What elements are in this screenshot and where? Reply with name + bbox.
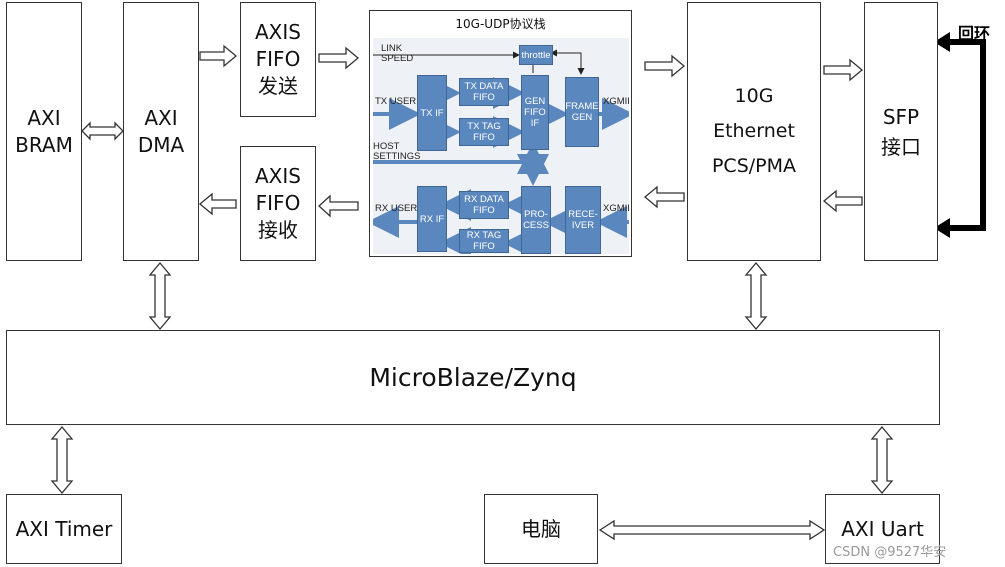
sfp-block: SFP 接口 [864,2,938,261]
receiver-block: RECE- IVER [565,186,601,254]
link-speed-label: LINK SPEED [381,43,414,64]
pc-label: 电脑 [521,516,561,541]
gen-fifo-if-block: GEN FIFO IF [521,75,549,150]
axi-bram-label: AXI BRAM [15,105,73,157]
axis-fifo-rx-block: AXIS FIFO 接收 [240,146,316,261]
tx-tag-fifo-block: TX TAG FIFO [459,118,509,146]
axi-dma-block: AXI DMA [123,2,199,261]
axis-fifo-rx-label: AXIS FIFO 接收 [255,164,301,242]
tx-data-fifo-block: TX DATA FIFO [459,78,509,106]
ethernet-10g-label: 10G Ethernet PCS/PMA [711,85,797,177]
rx-if-block: RX IF [417,186,447,252]
loopback-label: 回环 [958,24,991,43]
process-block: PRO- CESS [521,186,551,254]
axis-fifo-tx-label: AXIS FIFO 发送 [255,20,301,98]
sfp-label: SFP 接口 [881,104,921,159]
arrow-ethernet-to-sfp [823,58,864,82]
host-settings-label: HOST SETTINGS [373,141,421,162]
arrow-ethernet-to-stack [643,185,685,209]
xgmii-tx-label: XGMII [603,96,630,107]
udp-stack-connections [373,49,629,254]
frame-gen-block: FRAME GEN [565,77,599,147]
arrow-microblaze-timer [50,425,74,495]
axi-uart-block: AXI Uart [825,494,940,564]
loopback-arrowhead-bottom [934,218,950,238]
rx-tag-fifo-block: RX TAG FIFO [459,229,509,253]
tx-user-label: TX USER [375,96,417,107]
arrow-pc-uart [598,519,826,541]
axis-fifo-tx-block: AXIS FIFO 发送 [240,2,316,117]
rx-user-label: RX USER [375,203,418,214]
throttle-block: throttle [519,45,553,65]
axi-timer-label: AXI Timer [15,516,113,541]
arrow-stack-to-fifo-rx [318,194,359,218]
axi-uart-label: AXI Uart [841,516,924,541]
arrow-fifo-tx-to-stack [318,46,360,70]
microblaze-label: MicroBlaze/Zynq [369,363,577,392]
loopback-bracket [944,39,986,231]
tx-if-block: TX IF [417,75,447,151]
arrow-sfp-to-ethernet [822,189,863,213]
axi-dma-label: AXI DMA [137,105,185,157]
pc-block: 电脑 [484,494,598,564]
arrow-bram-dma [81,121,124,141]
udp-stack-diagram: LINK SPEED TX USER HOST SETTINGS RX USER… [373,38,630,254]
arrow-microblaze-uart [870,425,894,495]
ethernet-10g-block: 10G Ethernet PCS/PMA [687,2,821,261]
axi-timer-block: AXI Timer [6,494,122,564]
arrow-stack-to-ethernet [644,54,686,78]
axi-bram-block: AXI BRAM [6,2,82,261]
udp-stack-title: 10G-UDP协议栈 [455,17,546,31]
rx-data-fifo-block: RX DATA FIFO [459,191,509,219]
udp-stack-block: 10G-UDP协议栈 [369,10,632,257]
arrow-fifo-rx-to-dma [198,192,237,216]
arrow-dma-to-fifo-tx [199,44,238,68]
loopback-arrowhead-top [934,32,950,52]
xgmii-rx-label: XGMII [603,203,630,214]
arrow-ethernet-microblaze [744,261,768,331]
microblaze-block: MicroBlaze/Zynq [6,330,940,425]
watermark: CSDN @9527华安 [833,545,947,560]
arrow-dma-microblaze [148,261,172,331]
